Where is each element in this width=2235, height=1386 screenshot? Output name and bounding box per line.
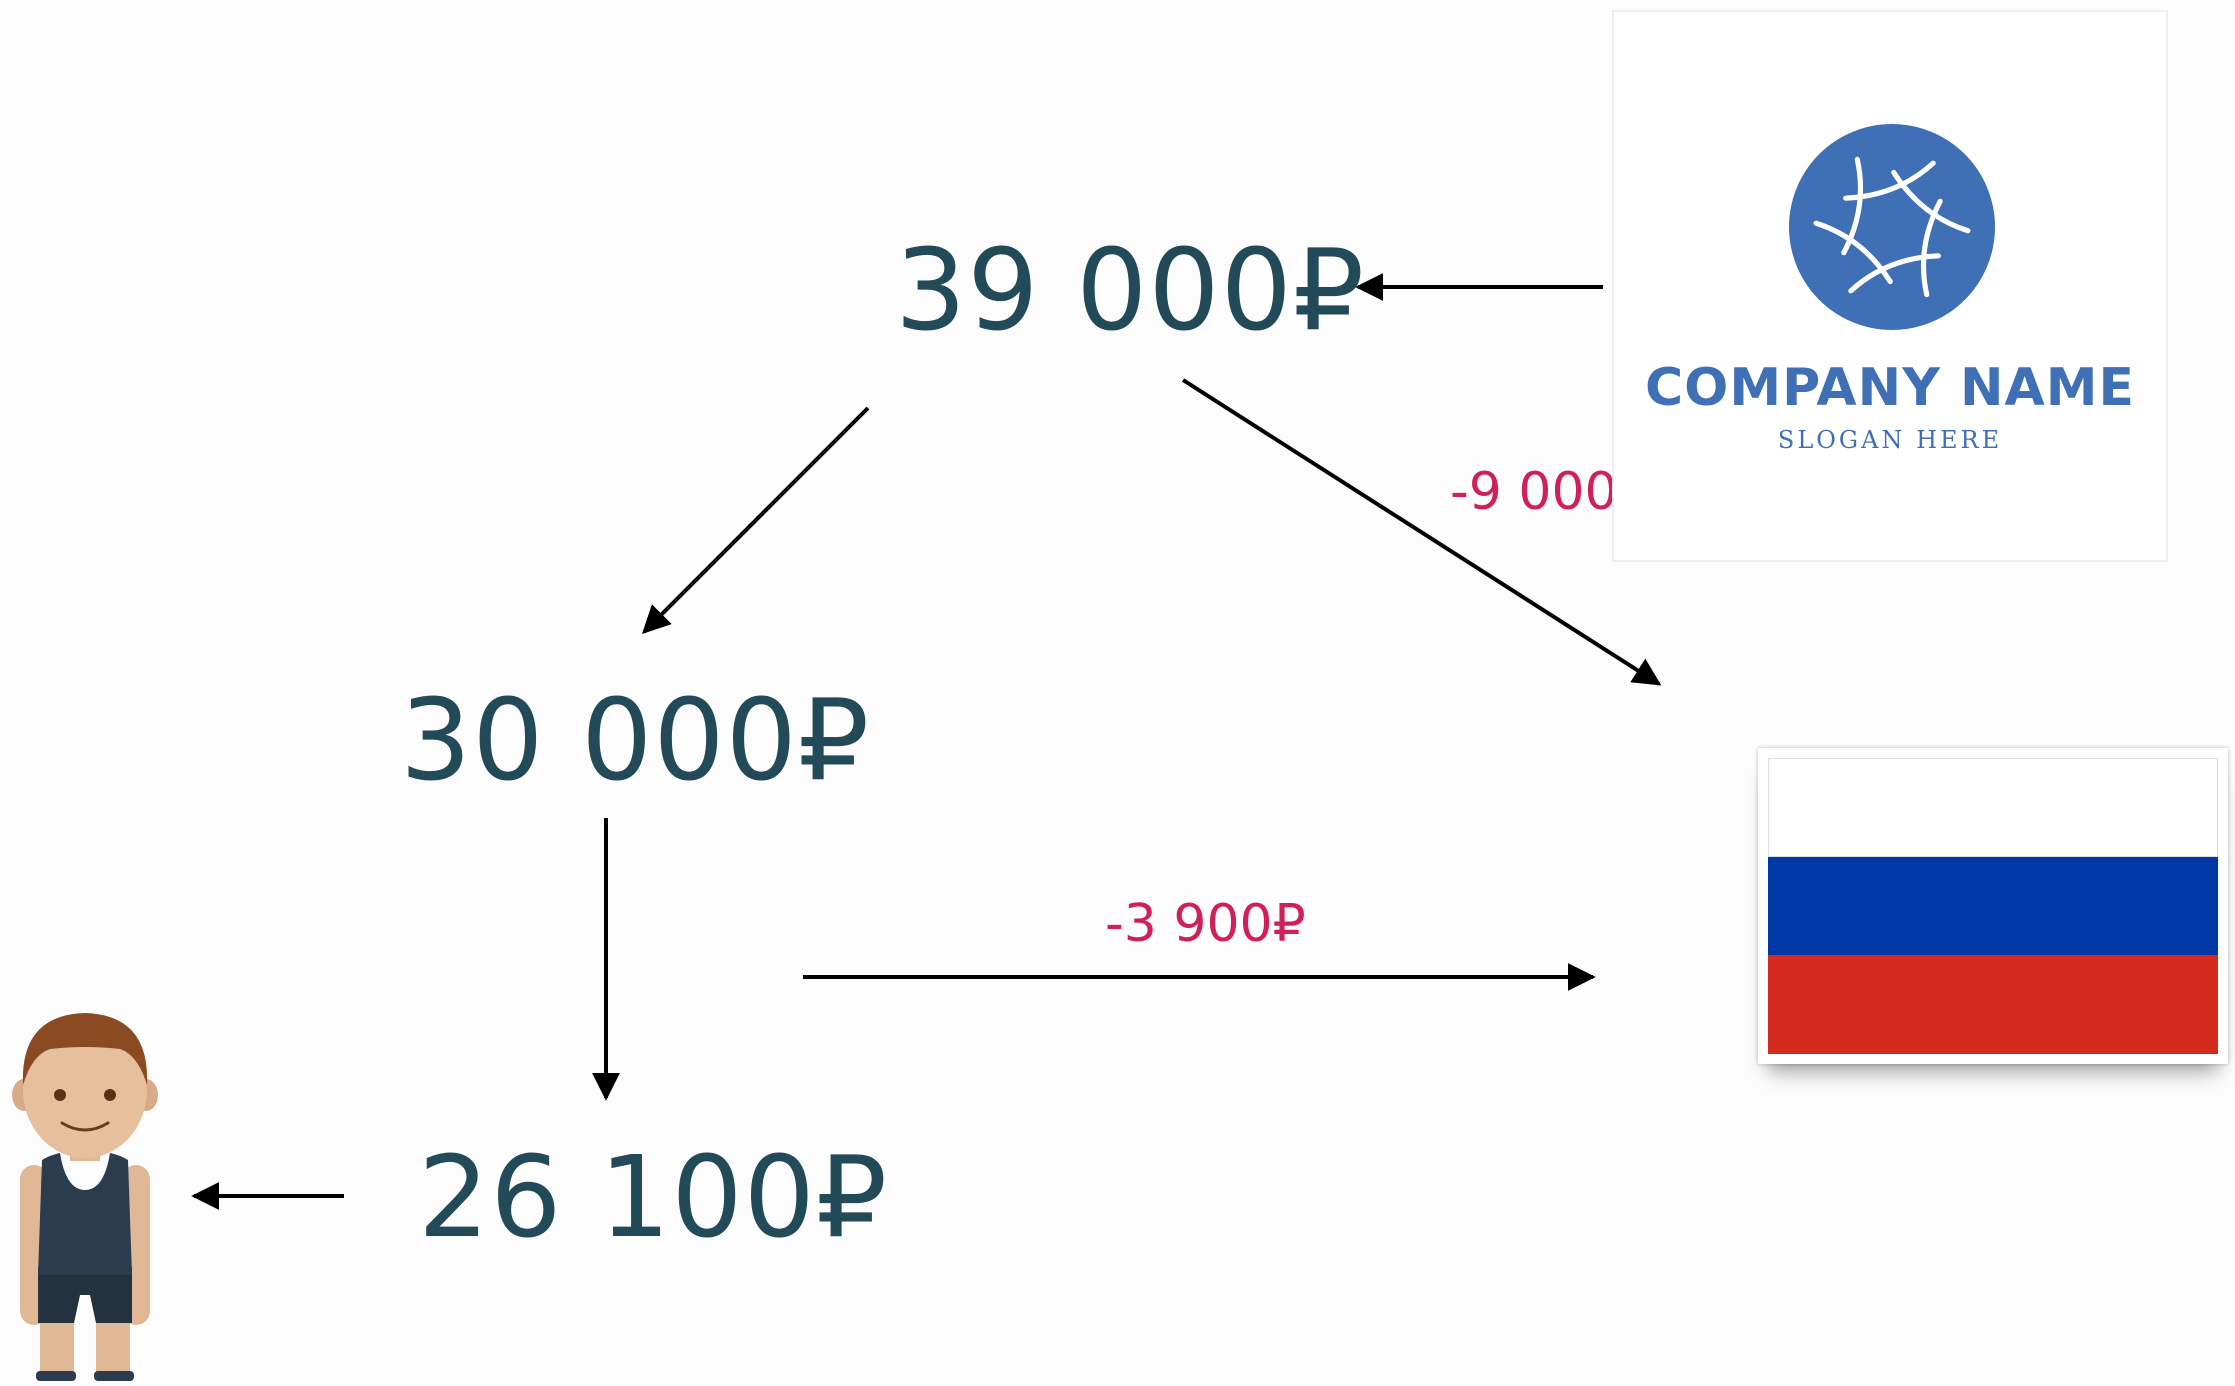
income-tax-label: -3 900₽ xyxy=(1105,894,1306,954)
gross-amount: 39 000₽ xyxy=(895,226,1366,356)
company-slogan: SLOGAN HERE xyxy=(1777,426,2003,454)
company-logo: COMPANY NAME SLOGAN HERE xyxy=(1612,10,2168,562)
arrow-gross-to-salary xyxy=(642,406,870,634)
russia-flag-icon xyxy=(1758,748,2228,1064)
net-amount: 26 100₽ xyxy=(418,1133,889,1263)
salary-amount: 30 000₽ xyxy=(400,676,871,806)
employee-icon xyxy=(12,1013,158,1381)
company-name: COMPANY NAME xyxy=(1644,358,2135,418)
flag-stripe-white xyxy=(1768,758,2218,857)
aperture-icon xyxy=(1789,124,1995,330)
flag-stripe-red xyxy=(1768,955,2218,1054)
flag-stripe-blue xyxy=(1768,856,2218,956)
arrow-gross-to-state xyxy=(1181,378,1662,686)
